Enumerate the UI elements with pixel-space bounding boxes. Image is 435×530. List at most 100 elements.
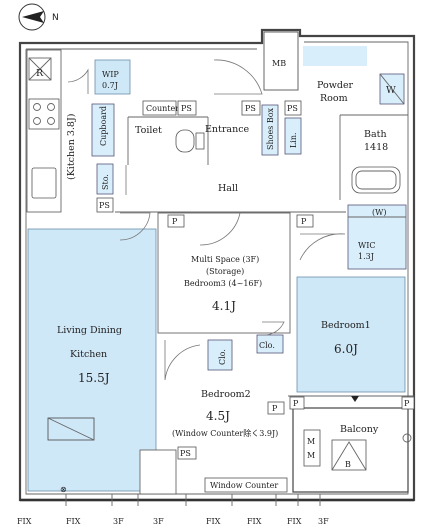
balcony-m-label-1: M (307, 437, 315, 446)
bedroom1-p-box (296, 214, 314, 228)
cupboard (91, 103, 115, 157)
shoes-box (261, 104, 279, 156)
refrigerator-cross-2 (28, 57, 52, 81)
kitchen-label: (Kitchen 3.8J) (66, 114, 77, 180)
ldk-label-2: Kitchen (70, 349, 107, 360)
ldk-size: 15.5J (78, 371, 110, 385)
bedroom2-closet (207, 339, 233, 371)
window-counter-box (204, 477, 288, 493)
multi-space-label-1: Multi Space (3F) (191, 255, 259, 264)
burner-icon (47, 103, 55, 111)
footer-label-6: FIX (247, 517, 262, 526)
hall-label: Hall (218, 183, 238, 194)
compass: N (18, 3, 59, 31)
balcony-drain-icon (402, 433, 412, 443)
balcony-hatch (331, 439, 367, 471)
north-arrow-icon (22, 11, 44, 23)
burner-icon (33, 103, 41, 111)
wip-floor (94, 59, 131, 95)
ldk-floor (27, 228, 157, 492)
storage-closet (96, 163, 114, 195)
compass-label: N (52, 13, 59, 23)
window-counter-label: Window Counter (210, 481, 278, 490)
powder-ps-box (284, 100, 302, 116)
bedroom2-label: Bedroom2 (201, 389, 251, 400)
bath-size: 1418 (364, 142, 388, 153)
window-dividers (65, 494, 321, 506)
washer-diagonal (379, 73, 405, 105)
bottom-ps-box (177, 446, 197, 460)
toilet-tank (195, 132, 205, 150)
wip-door (67, 68, 89, 94)
balcony-p-left-label: P (293, 399, 299, 408)
bedroom1-closet (256, 334, 284, 354)
toilet-bowl-icon (175, 129, 195, 153)
wic-label: WIC (358, 241, 376, 250)
footer-label-7: FIX (287, 517, 302, 526)
ldk-floor-mark (47, 417, 95, 441)
bedroom2-p-label: P (272, 404, 278, 413)
hall-ps-box (96, 197, 114, 213)
powder-ps-label: PS (287, 104, 298, 113)
balcony-hatch-label: B (345, 460, 351, 469)
bedroom1-floor (296, 276, 406, 393)
cupboard-label: Cupboard (99, 106, 108, 146)
bottom-shaft (139, 449, 177, 495)
wic-shelf-label: (W) (372, 208, 386, 217)
bottom-ps-label: PS (180, 449, 191, 458)
multi-space-size: 4.1J (212, 299, 236, 313)
balcony-p-right (401, 396, 415, 410)
counter-box (142, 100, 177, 116)
ac-mark: ⊗ (60, 485, 67, 494)
washer-label: W (386, 85, 396, 96)
multi-space-label-2: (Storage) (206, 267, 244, 276)
bedroom1-closet-label: Clo. (259, 341, 275, 350)
footer-label-3: 3F (113, 517, 124, 526)
ldk-label-1: Living Dining (57, 325, 122, 336)
footer-label-2: FIX (66, 517, 81, 526)
powder-floor-tint (303, 46, 367, 66)
footer-label-1: FIX (17, 517, 32, 526)
linen-label: Lin. (289, 132, 298, 148)
footer-label-4: 3F (153, 517, 164, 526)
powder-room-label-1: Powder (317, 80, 354, 91)
bathtub-inner (355, 170, 397, 190)
bedroom1-size: 6.0J (334, 342, 358, 356)
bedroom2-size: 4.5J (206, 409, 230, 423)
balcony-p-right-label: P (404, 399, 410, 408)
footer-label-5: FIX (206, 517, 221, 526)
bathtub (351, 166, 401, 194)
linen-closet (284, 117, 302, 155)
refrigerator-label: R (36, 68, 44, 79)
mb-closet (263, 31, 299, 91)
balcony-m-label-2: M (307, 451, 315, 460)
burner-icon (47, 117, 55, 125)
balcony-outdoor-unit (303, 429, 321, 467)
multi-p-box (167, 214, 185, 228)
wic-size: 1.3J (358, 252, 374, 261)
entrance-door (213, 59, 263, 95)
entrance-ps-label: PS (245, 104, 256, 113)
balcony-p-left (289, 396, 305, 410)
balcony-hatch-ladder (331, 441, 367, 471)
wip-size: 0.7J (102, 81, 118, 90)
inner-wall-line (25, 41, 409, 495)
bedroom2-door (164, 340, 201, 381)
wic-door (299, 233, 346, 261)
ps-label: PS (181, 104, 192, 113)
bedroom1-closet-door (261, 321, 285, 336)
kitchen-area: R (Kitchen 3.8J) Cupboard (26, 49, 115, 213)
bedroom1-label: Bedroom1 (321, 320, 371, 331)
bath-label: Bath (364, 129, 387, 140)
bedroom2-p-box (267, 401, 285, 415)
ps-box (177, 100, 197, 116)
bedroom1-p-label: P (301, 217, 307, 226)
toilet-label: Toilet (135, 125, 162, 136)
counter-label: Counter (146, 104, 179, 113)
multi-space-door (199, 212, 241, 246)
sink (31, 167, 57, 199)
multi-space-label-3: Bedroom3 (4~16F) (184, 279, 262, 288)
shoes-box-label: Shoes Box (266, 107, 275, 150)
balcony-label: Balcony (340, 424, 379, 435)
